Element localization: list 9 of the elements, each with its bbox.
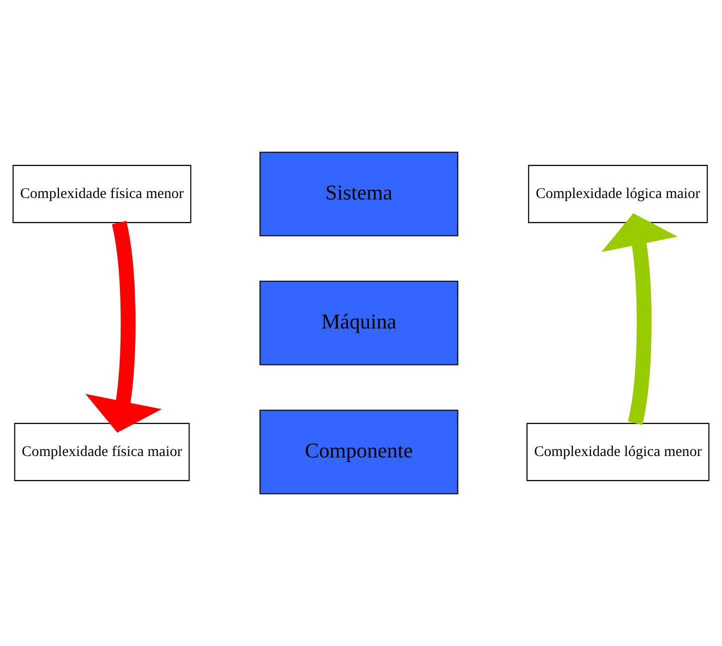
node-box: Complexidade física maior bbox=[14, 422, 190, 482]
arrow bbox=[601, 213, 678, 425]
node-box: Componente bbox=[260, 410, 458, 494]
node-box: Complexidade lógica maior bbox=[528, 164, 708, 224]
node-box: Sistema bbox=[260, 152, 458, 236]
arrow bbox=[85, 221, 162, 433]
node-box: Complexidade física menor bbox=[12, 164, 192, 224]
node-box: Máquina bbox=[260, 280, 458, 366]
node-box: Complexidade lógica menor bbox=[526, 422, 710, 482]
